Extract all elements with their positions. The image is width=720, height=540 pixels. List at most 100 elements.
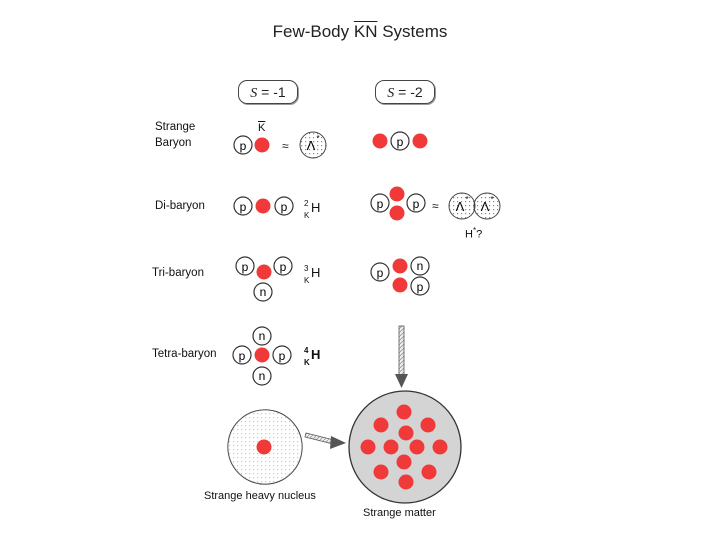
nucleus-symbol-4kh: 4 K H	[304, 346, 324, 368]
title-kn: KN	[353, 22, 378, 41]
proton-label: p	[377, 266, 384, 280]
proton	[235, 256, 255, 276]
row-label-strange-baryon: Strange Baryon	[155, 119, 195, 151]
lambda-symbol: Λ	[456, 199, 465, 214]
kaon-subscript: K	[304, 358, 310, 367]
proton-label: p	[280, 260, 287, 274]
di-baryon-s2: p p Λ * Λ *	[370, 186, 501, 221]
kaon	[432, 439, 448, 455]
kaon	[383, 439, 399, 455]
proton	[233, 196, 253, 216]
kaon	[254, 347, 270, 363]
strange-matter	[348, 390, 462, 504]
s-value: = -1	[257, 84, 286, 100]
kaon	[409, 439, 425, 455]
neutron-label: n	[417, 259, 424, 273]
approx-sign: ≈	[282, 139, 289, 153]
h-star: *	[472, 226, 477, 235]
kaon	[389, 205, 405, 221]
element-h: H	[311, 265, 321, 280]
proton-label: p	[240, 200, 247, 214]
s-value: = -2	[394, 84, 423, 100]
mass-number: 2	[304, 199, 309, 208]
kaon	[412, 133, 428, 149]
lambda-star: *	[465, 195, 468, 204]
neutron-label: n	[259, 369, 266, 383]
lambda-symbol: Λ	[481, 199, 490, 214]
kaon	[373, 464, 389, 480]
kaon	[372, 133, 388, 149]
proton-label: p	[240, 139, 247, 153]
proton	[410, 276, 430, 296]
proton-label: p	[279, 349, 286, 363]
lambda-star: *	[490, 195, 493, 204]
kaon	[398, 474, 414, 490]
kaon	[392, 258, 408, 274]
row-label-tri-baryon: Tri-baryon	[152, 267, 204, 279]
neutron	[253, 282, 273, 302]
proton	[370, 262, 390, 282]
proton-label: p	[397, 135, 404, 149]
strange-baryon-s1: p Λ *	[233, 131, 327, 159]
proton-label: p	[417, 280, 424, 294]
row-label-di-baryon: Di-baryon	[155, 200, 205, 212]
kaon	[389, 186, 405, 202]
approx-sign: ≈	[432, 199, 439, 213]
kaon	[256, 264, 272, 280]
kaon	[255, 198, 271, 214]
kaon-subscript: K	[304, 211, 310, 220]
proton	[273, 256, 293, 276]
proton	[406, 193, 426, 213]
arrow-down	[395, 325, 408, 388]
proton	[390, 131, 410, 151]
element-h: H	[311, 347, 321, 362]
nucleus-symbol-2kh: 2 K H	[304, 199, 324, 221]
proton-label: p	[239, 349, 246, 363]
title-suffix: Systems	[377, 22, 448, 41]
mass-number: 4	[304, 346, 309, 355]
title-prefix: Few-Body	[272, 22, 354, 41]
strange-baryon-s2: p	[372, 131, 428, 151]
row-label-line2: Baryon	[155, 137, 192, 149]
kaon	[254, 137, 270, 153]
h-letter: H	[465, 228, 473, 241]
tri-baryon-s2: p n p	[370, 256, 430, 296]
proton	[232, 345, 252, 365]
proton-label: p	[413, 197, 420, 211]
element-h: H	[311, 200, 321, 215]
nucleus-symbol-3kh: 3 K H	[304, 264, 324, 286]
kaon	[360, 439, 376, 455]
proton	[272, 345, 292, 365]
proton	[370, 193, 390, 213]
kaon	[392, 277, 408, 293]
h-question: ?	[476, 228, 483, 241]
kaon	[396, 454, 412, 470]
row-label-line1: Strange	[155, 121, 196, 133]
kaon-label: K	[258, 122, 266, 134]
lambda-star: *	[316, 134, 319, 143]
lambda-symbol: Λ	[307, 138, 316, 153]
tri-baryon-s1: p p n	[235, 256, 293, 302]
neutron-label: n	[260, 285, 267, 299]
h-dibaryon-label: H*?	[465, 226, 482, 241]
lambda-1405-pair: Λ * Λ *	[448, 192, 501, 220]
proton	[233, 135, 253, 155]
kaon	[421, 464, 437, 480]
strange-heavy-nucleus	[227, 409, 303, 485]
kaon	[420, 417, 436, 433]
column-header-s-minus-1: S = -1	[238, 80, 298, 104]
kaon-subscript: K	[304, 276, 310, 285]
caption-strange-matter: Strange matter	[363, 507, 436, 519]
arrow-to-strange-matter	[304, 432, 346, 449]
diagram-title: Few-Body KN Systems	[0, 22, 720, 42]
lambda-1405: Λ *	[299, 131, 327, 159]
neutron	[410, 256, 430, 276]
row-label-tetra-baryon: Tetra-baryon	[152, 348, 217, 360]
neutron	[252, 326, 272, 346]
kaon	[373, 417, 389, 433]
proton-label: p	[242, 260, 249, 274]
proton-label: p	[377, 197, 384, 211]
s-symbol: S	[250, 86, 258, 101]
